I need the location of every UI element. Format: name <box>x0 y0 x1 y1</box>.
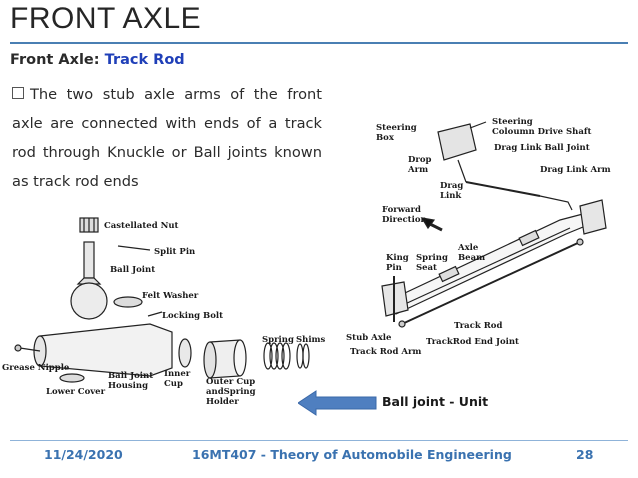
label-inner-cup-2: Cup <box>164 379 183 389</box>
split-pin-part <box>117 245 151 251</box>
label-drop-arm-1: Drop <box>408 155 432 165</box>
label-housing-1: Ball Joint <box>108 371 153 381</box>
footer-date: 11/24/2020 <box>44 447 123 462</box>
label-spring-seat-2: Seat <box>416 263 437 273</box>
label-steering-box-2: Box <box>376 133 395 143</box>
label-split-pin: Split Pin <box>154 247 195 257</box>
lower-cover-part <box>59 373 85 383</box>
drag-link-arm-part <box>539 195 573 211</box>
grease-nipple-part <box>14 344 22 352</box>
steering-box-part <box>437 123 477 161</box>
drop-arm-part <box>457 159 467 183</box>
label-steering-box-1: Steering <box>376 123 417 133</box>
checkbox-bullet-icon <box>12 87 24 99</box>
footer-divider <box>10 440 628 441</box>
label-drop-arm-2: Arm <box>407 165 428 175</box>
label-drag-link-2: Link <box>440 191 462 201</box>
label-steering-shaft-2: Coloumn Drive Shaft <box>492 127 592 137</box>
footer-page-number: 28 <box>576 447 594 462</box>
label-outer-cup-3: Holder <box>206 397 239 407</box>
label-felt-washer: Felt Washer <box>142 291 199 301</box>
title-divider <box>10 42 628 44</box>
bullet-text: The two stub axle arms of the front axle… <box>12 86 322 190</box>
label-track-rod-arm: Track Rod Arm <box>350 347 421 357</box>
label-ball-joint: Ball Joint <box>110 265 155 275</box>
label-steering-shaft-1: Steering <box>492 117 533 127</box>
slide-title: FRONT AXLE <box>10 2 202 35</box>
drag-link-part <box>465 181 541 197</box>
label-axle-beam-1: Axle <box>457 243 479 253</box>
spring-part <box>263 342 291 370</box>
subtitle-prefix: Front Axle: <box>10 52 100 68</box>
label-spring-seat-1: Spring <box>416 253 448 263</box>
steering-linkage-figure: Steering Box Steering Coloumn Drive Shaf… <box>346 117 611 357</box>
locking-bolt-part <box>147 311 163 317</box>
label-shims: Shims <box>296 335 326 345</box>
shims-part <box>296 343 310 369</box>
label-locking-bolt: Locking Bolt <box>162 311 223 321</box>
label-track-rod: Track Rod <box>454 321 502 331</box>
label-stub-axle: Stub Axle <box>346 333 392 343</box>
label-king-pin-1: King <box>386 253 409 263</box>
label-forward-1: Forward <box>382 205 421 215</box>
spring-seat-part <box>438 265 460 283</box>
label-king-pin-2: Pin <box>386 263 402 273</box>
ball-joint-exploded-figure: Castellated Nut Split Pin Ball Joint Fel… <box>2 217 326 407</box>
felt-washer-part <box>113 296 143 308</box>
bullet-point: The two stub axle arms of the front axle… <box>12 80 322 196</box>
ball-joint-unit-label: Ball joint - Unit <box>382 394 489 409</box>
label-outer-cup-2: andSpring <box>206 387 256 397</box>
label-spring: Spring <box>262 335 294 345</box>
ball-stud-part <box>83 241 95 279</box>
label-forward-2: Direction <box>382 215 427 225</box>
label-axle-beam-2: Beam <box>458 253 485 263</box>
label-outer-cup-1: Outer Cup <box>206 377 255 387</box>
footer-course: 16MT407 - Theory of Automobile Engineeri… <box>192 447 512 462</box>
trackrod-end-joint-part <box>398 320 406 328</box>
label-grease-nipple: Grease Nipple <box>2 363 70 373</box>
ball-part <box>70 282 108 320</box>
label-inner-cup-1: Inner <box>164 369 191 379</box>
subtitle: Front Axle: Track Rod <box>10 52 185 68</box>
label-drag-link-1: Drag <box>440 181 463 191</box>
inner-cup-part <box>178 338 192 368</box>
label-drag-link-arm: Drag Link Arm <box>540 165 611 175</box>
label-housing-2: Housing <box>108 381 148 391</box>
left-arrow-icon <box>298 390 377 416</box>
label-castellated-nut: Castellated Nut <box>104 221 179 231</box>
subtitle-highlight: Track Rod <box>104 52 185 68</box>
track-rod-part <box>401 241 581 325</box>
label-trackrod-end-joint: TrackRod End Joint <box>426 337 519 347</box>
label-drag-link-ball-joint: Drag Link Ball Joint <box>494 143 590 153</box>
label-lower-cover: Lower Cover <box>46 387 106 397</box>
